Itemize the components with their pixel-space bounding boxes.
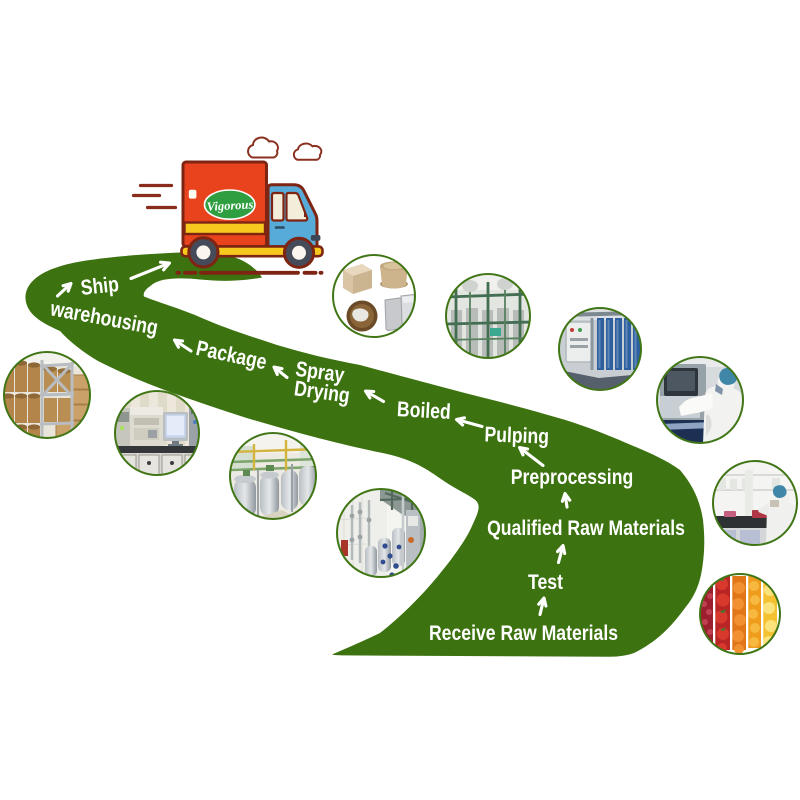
svg-text:Pulping: Pulping — [484, 423, 549, 449]
svg-text:Qualified Raw Materials: Qualified Raw Materials — [487, 516, 685, 540]
svg-text:Test: Test — [528, 570, 563, 594]
svg-text:Preprocessing: Preprocessing — [511, 465, 633, 489]
svg-text:Ship: Ship — [80, 273, 121, 301]
svg-text:Boiled: Boiled — [396, 398, 451, 425]
svg-text:Receive Raw Materials: Receive Raw Materials — [429, 621, 618, 645]
svg-text:Vigorous: Vigorous — [206, 197, 253, 213]
